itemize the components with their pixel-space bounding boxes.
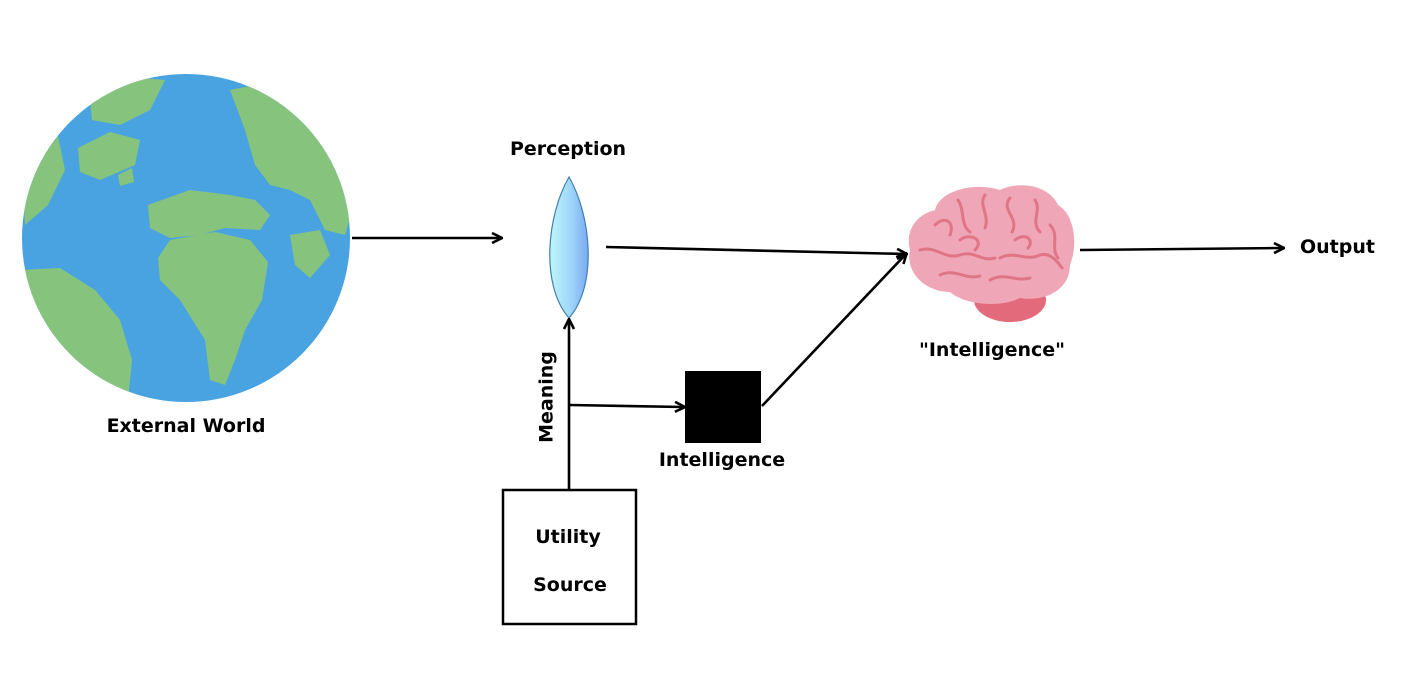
quoted-intelligence-label: "Intelligence"	[918, 339, 1066, 361]
intelligence-label: Intelligence	[658, 449, 786, 471]
earth-icon	[22, 74, 350, 402]
black-box	[685, 371, 761, 443]
meaning-label: Meaning	[535, 351, 558, 443]
lens-icon	[549, 175, 589, 319]
perception-label: Perception	[509, 138, 627, 160]
arrow-perception-to-brain	[605, 245, 906, 254]
utility-source-box	[501, 488, 638, 626]
arrow-intelligence-to-brain	[761, 254, 906, 407]
brain-icon	[908, 185, 1075, 322]
arrow-brain-to-output	[1079, 248, 1283, 250]
source-label: Source	[533, 574, 607, 596]
external-world-label: External World	[106, 415, 266, 437]
output-label: Output	[1300, 236, 1375, 258]
utility-label: Utility	[535, 526, 601, 548]
arrow-meaning-to-intelligence	[569, 405, 684, 407]
